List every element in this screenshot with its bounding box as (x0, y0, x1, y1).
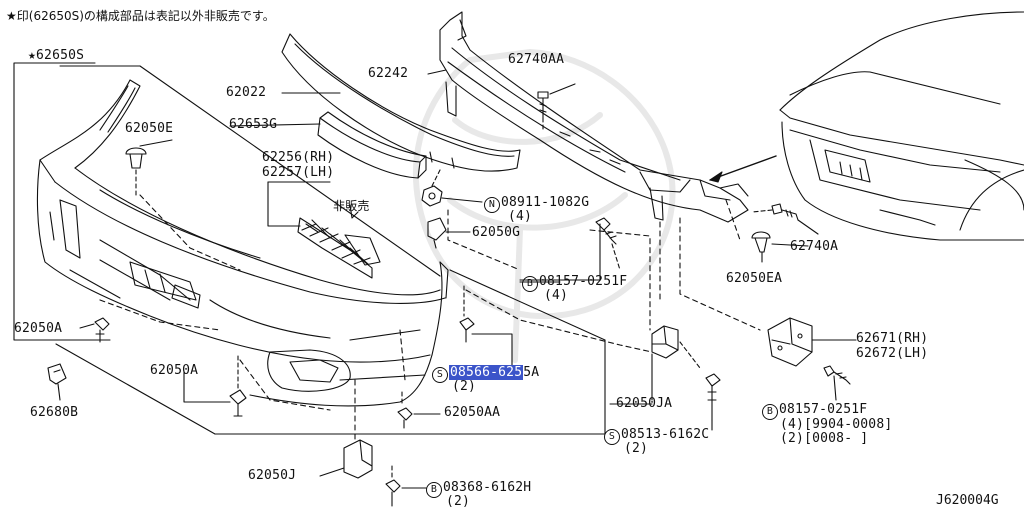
part-62050E-label: 62050E (125, 121, 174, 136)
part-62256-label: 62256(RH) (262, 150, 335, 165)
part-62050AA-label: 62050AA (444, 405, 501, 420)
clip-62680B (47, 363, 67, 401)
part-08157b-qty2: (2)[0008- ] (780, 431, 869, 446)
clip-62050G (427, 217, 471, 249)
part-62242-label: 62242 (368, 66, 409, 81)
grille-insert-62256-62257 (267, 181, 381, 279)
part-08157b-qty1: (4)[9904-0008] (780, 417, 893, 432)
reinforcement-62022 (281, 33, 521, 172)
note-text: ★印(62650S)の構成部品は表記以外非販売です。 (6, 9, 275, 23)
part-62022-label: 62022 (226, 85, 267, 100)
watermark-emblem (412, 49, 676, 363)
part-62050J-label: 62050J (248, 468, 297, 483)
part-62650S-label: ★62650S (28, 48, 85, 63)
clip-62050EA (751, 231, 771, 263)
part-62653G-label: 62653G (229, 117, 278, 132)
part-08368-qty: (2) (446, 494, 471, 509)
fastener-62740AA (537, 83, 576, 133)
screw-symbol-s: S (432, 367, 448, 383)
dashed-guide-lines (99, 194, 761, 441)
bumper-fascia-62650S (36, 79, 449, 407)
bolt-62050AA (397, 391, 441, 429)
nut-symbol-n: N (484, 197, 500, 213)
bolt-08157b (823, 365, 851, 401)
bolt-08368 (385, 465, 427, 507)
assembly-bracket-line (13, 62, 606, 435)
clip-62050A-left (79, 317, 110, 343)
radiator-core-support-62242 (427, 11, 749, 223)
arrow-to-vehicle (709, 155, 777, 183)
diagram-code: J620004G (936, 493, 999, 508)
screw-08566 (459, 285, 513, 367)
vehicle-front-view (779, 11, 1024, 241)
part-62671-label: 62671(RH) (856, 331, 929, 346)
part-62050A-left-label: 62050A (14, 321, 63, 336)
not-sold-separately-label: 非販売 (333, 199, 370, 213)
nut-08911 (421, 169, 483, 207)
screw-08513 (705, 373, 721, 431)
selected-part-number[interactable]: 08566-625 (449, 365, 524, 380)
part-62257-label: 62257(LH) (262, 165, 335, 180)
bolt-62740A (751, 203, 819, 235)
part-08157a-qty: (4) (544, 288, 569, 303)
part-62050EA-label: 62050EA (726, 271, 783, 286)
energy-absorber-62653G (317, 111, 427, 179)
screw-symbol-s: S (604, 429, 620, 445)
bolt-symbol-b: B (522, 276, 538, 292)
part-62672-label: 62672(LH) (856, 346, 929, 361)
part-08513-qty: (2) (624, 441, 649, 456)
part-08566-qty: (2) (452, 379, 477, 394)
part-62050JA-label: 62050JA (616, 396, 673, 411)
bolt-symbol-b: B (762, 404, 778, 420)
part-62050G-label: 62050G (472, 225, 521, 240)
bolt-symbol-b: B (426, 482, 442, 498)
part-62740A-label: 62740A (790, 239, 839, 254)
side-bracket-62671-62672 (767, 317, 857, 367)
part-62740AA-label: 62740AA (508, 52, 565, 67)
part-08911-qty: (4) (508, 209, 533, 224)
part-62680B-label: 62680B (30, 405, 79, 420)
bracket-62050J (319, 439, 373, 479)
bracket-62050JA (651, 325, 701, 401)
bolt-62050A-mid (183, 355, 247, 417)
part-62050A-mid-label: 62050A (150, 363, 199, 378)
clip-62050E (125, 139, 173, 199)
